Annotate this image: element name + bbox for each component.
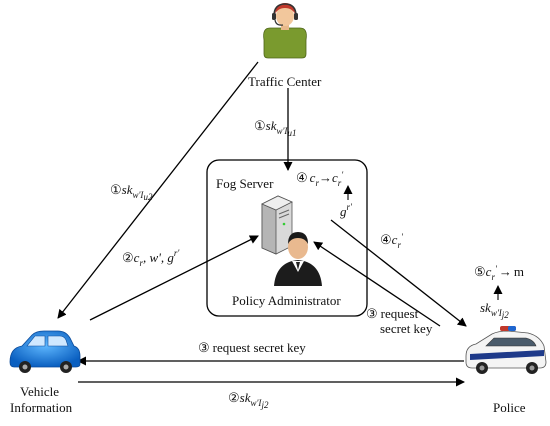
person-with-headset-icon (263, 3, 307, 59)
arrow-police-to-fog (313, 241, 441, 327)
label-police-to-fog-line2: secret key (380, 321, 433, 336)
label-tc-to-fog: ①skw'Iu1 (254, 118, 296, 138)
arrow-fog-to-police (330, 219, 467, 327)
police-label: Police (493, 400, 526, 415)
arrow-vehicle-to-fog (89, 235, 259, 321)
traffic-center-label: Traffic Center (248, 74, 322, 89)
label-police-sk: skw'Ij2 (480, 300, 509, 320)
fog-server-box (206, 159, 368, 317)
policy-admin-label: Policy Administrator (232, 293, 341, 308)
label-vehicle-to-police: ②skw'Ij2 (228, 390, 269, 410)
vehicle-label-line1: Vehicle (20, 384, 59, 399)
label-tc-to-vehicle: ①skw'Iu2 (110, 182, 153, 202)
server-tower-icon (261, 195, 293, 255)
arrow-tc-to-vehicle (57, 61, 259, 319)
police-car-icon (465, 326, 547, 374)
blue-car-icon (9, 330, 81, 373)
label-police-decrypt: ⑤cr'→m (474, 264, 524, 282)
businessman-icon (274, 232, 322, 286)
label-fog-gr: gr' (340, 202, 353, 219)
vehicle-label-line2: Information (10, 400, 73, 415)
label-fog-to-police: ④cr' (380, 232, 404, 250)
label-vehicle-to-fog: ②cr, w', gr' (122, 248, 180, 268)
fog-server-label: Fog Server (216, 176, 274, 191)
